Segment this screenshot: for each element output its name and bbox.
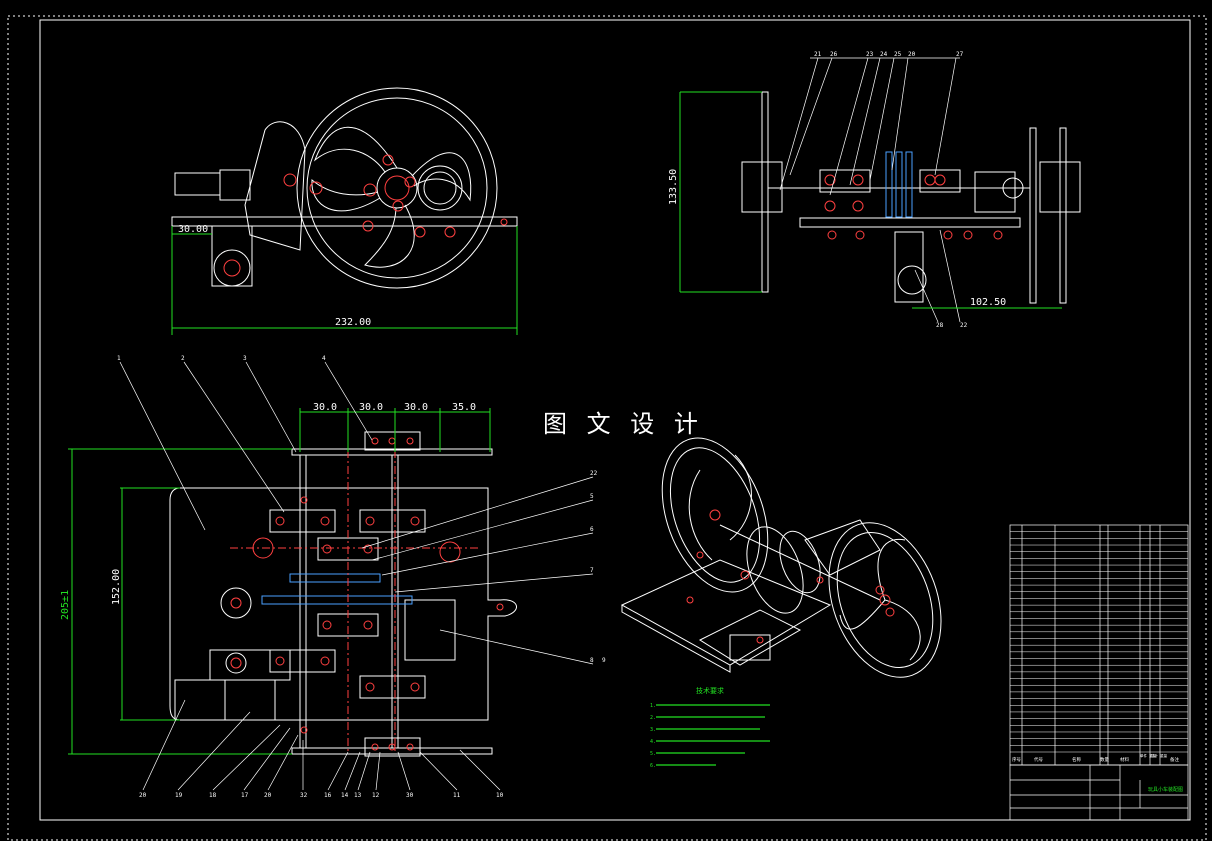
isometric-view [620, 437, 942, 678]
bom-header-cell: 名称 [1072, 756, 1081, 763]
tech-req-title: 技术要求 [696, 686, 724, 695]
top-callout: 20 [264, 792, 272, 799]
top-callout: 32 [300, 792, 308, 799]
top-callout: 9 [602, 657, 606, 664]
top-callout: 12 [372, 792, 380, 799]
top-callout: 20 [139, 792, 147, 799]
side-callout: 23 [866, 51, 874, 58]
side-callout: 20 [908, 51, 916, 58]
top-callout: 8 [590, 657, 594, 664]
side-callout: 27 [956, 51, 964, 58]
watermark-text: 图 文 设 计 [543, 410, 704, 438]
tech-req-line: 4. [650, 739, 656, 745]
bom-header-cell: 材料 [1120, 756, 1129, 763]
top-callout: 7 [590, 567, 594, 574]
top-callout: 6 [590, 526, 594, 533]
tech-req-line: 1. [650, 703, 656, 709]
tech-requirements: 技术要求 1. 2. 3. 4. 5. 6. [650, 686, 770, 769]
bill-of-materials [1009, 524, 1189, 821]
side-callout: 26 [830, 51, 838, 58]
spacing-dim: 30.0 [313, 402, 337, 413]
top-spacing-dims: 30.0 30.0 30.0 35.0 [313, 402, 476, 413]
top-callout: 17 [241, 792, 249, 799]
side-callout: 28 [936, 322, 944, 329]
side-callouts-top: 21 26 23 24 25 20 27 [814, 51, 964, 58]
top-view [68, 361, 594, 791]
inner-frame [39, 19, 1191, 821]
side-callout: 22 [960, 322, 968, 329]
side-callout: 25 [894, 51, 902, 58]
top-callout: 5 [590, 493, 594, 500]
side-callout: 24 [880, 51, 888, 58]
tech-req-line: 2. [650, 715, 656, 721]
bom-rows [1010, 531, 1188, 753]
tech-req-line: 6. [650, 763, 656, 769]
tech-req-line: 3. [650, 727, 656, 733]
spacing-dim: 30.0 [359, 402, 383, 413]
top-callout: 22 [590, 470, 598, 477]
bom-header-cell: 单件 重量 [1140, 753, 1157, 758]
side-height-dim: 133.50 [668, 169, 679, 205]
top-callout: 30 [406, 792, 414, 799]
top-overall-dim: 205±1 [60, 590, 71, 620]
top-callout: 19 [175, 792, 183, 799]
side-offset-dim: 102.50 [970, 297, 1006, 308]
top-callout: 18 [209, 792, 217, 799]
top-callout: 4 [322, 355, 326, 362]
top-callout: 1 [117, 355, 121, 362]
top-callout: 16 [324, 792, 332, 799]
top-height-dim: 152.00 [111, 569, 122, 605]
top-callout: 11 [453, 792, 461, 799]
side-callout: 21 [814, 51, 822, 58]
bom-header-cell: 数量 [1100, 756, 1109, 763]
top-callout: 10 [496, 792, 504, 799]
front-width-dim: 232.00 [335, 317, 371, 328]
outer-frame [7, 15, 1207, 841]
top-callout: 14 [341, 792, 349, 799]
spacing-dim: 35.0 [452, 402, 476, 413]
bom-header-cell: 代号 [1034, 756, 1043, 763]
title-block-name: 玩具小车装配图 [1148, 786, 1183, 793]
front-view [171, 87, 518, 335]
top-callouts-right: 22 5 6 7 8 9 [590, 470, 606, 664]
top-callout: 13 [354, 792, 362, 799]
tech-req-line: 5. [650, 751, 656, 757]
top-callouts-bottom: 20 19 18 17 20 32 16 14 13 12 30 11 10 [139, 792, 504, 799]
spacing-dim: 30.0 [404, 402, 428, 413]
top-callout: 2 [181, 355, 185, 362]
side-callouts-bottom: 28 22 [936, 322, 968, 329]
bom-header-cell: 备注 [1170, 756, 1179, 763]
bom-header: 序号 代号 名称 数量 材料 单件 重量 总计 重量 备注 [1012, 753, 1179, 763]
bom-header-cell: 总计 重量 [1151, 753, 1168, 758]
front-offset-dim: 30.00 [178, 224, 208, 235]
top-callout: 3 [243, 355, 247, 362]
side-view [679, 57, 1081, 323]
top-callouts-top: 1 2 3 4 [117, 355, 326, 362]
bom-header-cell: 序号 [1012, 756, 1021, 763]
